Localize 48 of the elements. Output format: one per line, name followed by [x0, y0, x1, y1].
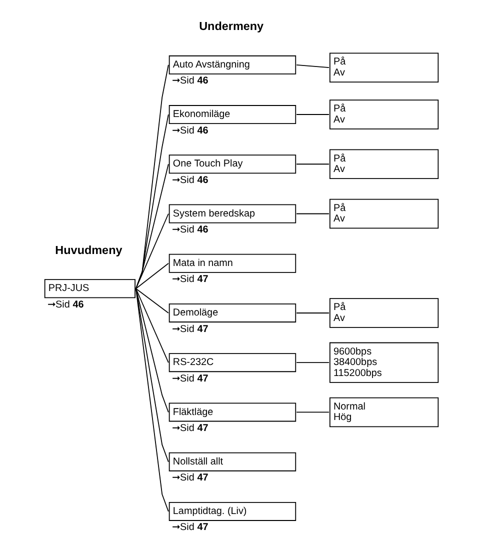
connector	[296, 114, 330, 115]
connector	[296, 362, 330, 364]
node-label: ➞Sid 47	[172, 274, 208, 286]
connector	[296, 164, 330, 165]
node-label: ➞Sid 47	[172, 422, 208, 434]
node-box: Normal Hög	[329, 397, 439, 428]
connector	[136, 288, 169, 462]
node-box: One Touch Play	[168, 154, 296, 174]
node-box: Fläktläge	[168, 402, 296, 422]
node-box: På Av	[329, 298, 439, 328]
node-box: 9600bps 38400bps 115200bps	[329, 342, 439, 383]
node-box: System beredskap	[168, 204, 296, 224]
connector	[136, 288, 169, 512]
connector	[136, 262, 169, 290]
node-box: Auto Avstängning	[168, 55, 296, 74]
node-box: På Av	[329, 100, 439, 130]
node-label: ➞Sid 46	[172, 125, 208, 136]
node-label: ➞Sid 47	[172, 522, 208, 534]
connector	[136, 64, 169, 290]
node-label: ➞Sid 46	[172, 174, 208, 186]
node-label: ➞Sid 46	[48, 299, 84, 310]
connector	[136, 164, 169, 290]
connector	[136, 213, 169, 290]
node-box: Lamptidtag. (Liv)	[168, 502, 296, 521]
node-box: Ekonomiläge	[168, 105, 296, 124]
node-label: ➞Sid 47	[172, 373, 208, 384]
connector	[136, 288, 169, 413]
node-box: På Av	[329, 149, 439, 180]
connector	[296, 64, 330, 68]
node-box: PRJ-JUS	[44, 279, 136, 298]
connector	[296, 312, 330, 314]
node-box: På Av	[329, 52, 439, 82]
connector	[296, 213, 330, 214]
connector	[136, 288, 169, 314]
label: Undermeny	[199, 20, 264, 34]
node-box: Demoläge	[168, 304, 296, 322]
node-box: På Av	[329, 198, 439, 229]
node-box: Mata in namn	[168, 254, 296, 273]
node-box: RS-232C	[168, 353, 296, 372]
connector	[136, 114, 169, 290]
node-label: ➞Sid 46	[172, 224, 208, 236]
label: Huvudmeny	[55, 244, 122, 257]
connector	[296, 412, 330, 413]
connector	[136, 288, 169, 364]
node-label: ➞Sid 47	[172, 472, 208, 484]
node-label: ➞Sid 47	[172, 324, 208, 335]
node-label: ➞Sid 46	[172, 76, 208, 87]
node-box: Nollställ allt	[168, 452, 296, 472]
